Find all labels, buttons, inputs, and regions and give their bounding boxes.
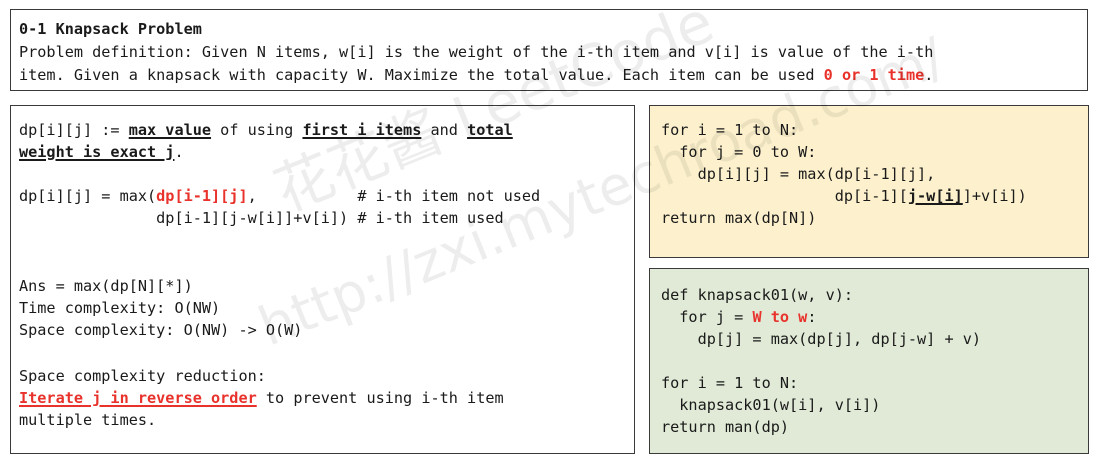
- period: .: [924, 66, 934, 84]
- period: .: [174, 143, 184, 161]
- code-text: for j =: [661, 308, 753, 326]
- code-line: for i = 1 to N:: [661, 121, 799, 139]
- code-text: dp[i-1][: [661, 187, 908, 205]
- space-complexity-line: Space complexity: O(NW) -> O(W): [19, 321, 303, 339]
- item-not-used-term: dp[i-1][j]: [156, 187, 248, 205]
- 1d-dp-code-box: def knapsack01(w, v): for j = W to w: dp…: [649, 268, 1089, 454]
- first-i-items-term: first i items: [302, 121, 422, 139]
- code-text: ]+v[i]): [962, 187, 1027, 205]
- code-text: :: [807, 308, 817, 326]
- code-line: dp[j] = max(dp[j], dp[j-w] + v): [661, 330, 982, 348]
- dp-definition-line-2: weight is exact j.: [19, 142, 184, 162]
- problem-definition-line-1: Problem definition: Given N items, w[i] …: [19, 43, 934, 61]
- total-weight-term: total: [467, 121, 513, 139]
- answer-line: Ans = max(dp[N][*]): [19, 277, 193, 295]
- code-line: return man(dp): [661, 418, 790, 436]
- recurrence-text: dp[i][j] = max(: [19, 187, 157, 205]
- code-line: for j = 0 to W:: [661, 143, 817, 161]
- code-line: dp[i][j] = max(dp[i-1][j],: [661, 165, 936, 183]
- reverse-range-highlight: W to w: [752, 308, 808, 326]
- recurrence-line-1: dp[i][j] = max(dp[i-1][j], # i-th item n…: [19, 186, 540, 206]
- exact-weight-term: weight is exact j: [19, 143, 175, 161]
- dp-def-text: of using: [211, 121, 303, 139]
- 2d-dp-code-box: for i = 1 to N: for j = 0 to W: dp[i][j]…: [649, 105, 1089, 258]
- weight-offset-term: j-w[i]: [907, 187, 963, 205]
- problem-title: 0-1 Knapsack Problem: [19, 20, 202, 38]
- dp-explanation-box: dp[i][j] := max value of using first i i…: [10, 105, 635, 454]
- space-reduction-heading: Space complexity reduction:: [19, 367, 266, 385]
- code-line: def knapsack01(w, v):: [661, 286, 854, 304]
- usage-limit-highlight: 0 or 1 time: [823, 66, 925, 84]
- dp-definition-line-1: dp[i][j] := max value of using first i i…: [19, 120, 513, 140]
- problem-definition-text: item. Given a knapsack with capacity W. …: [19, 66, 824, 84]
- max-value-term: max value: [128, 121, 212, 139]
- reverse-order-line: Iterate j in reverse order to prevent us…: [19, 388, 504, 408]
- code-line: dp[i-1][j-w[i]]+v[i]): [661, 186, 1027, 206]
- code-line: for j = W to w:: [661, 307, 816, 327]
- dp-def-text: and: [421, 121, 468, 139]
- recurrence-comment: , # i-th item not used: [247, 187, 541, 205]
- dp-def-text: dp[i][j] :=: [19, 121, 129, 139]
- time-complexity-line: Time complexity: O(NW): [19, 299, 221, 317]
- code-line: return max(dp[N]): [661, 209, 817, 227]
- recurrence-line-2: dp[i-1][j-w[i]]+v[i]) # i-th item used: [19, 209, 504, 227]
- problem-definition-box: 0-1 Knapsack Problem Problem definition:…: [10, 9, 1088, 91]
- code-line: for i = 1 to N:: [661, 374, 799, 392]
- code-line: knapsack01(w[i], v[i]): [661, 396, 881, 414]
- multiple-times-line: multiple times.: [19, 411, 157, 429]
- reverse-order-text: to prevent using i-th item: [256, 389, 504, 407]
- problem-definition-line-2: item. Given a knapsack with capacity W. …: [19, 65, 933, 85]
- reverse-order-highlight: Iterate j in reverse order: [19, 389, 257, 407]
